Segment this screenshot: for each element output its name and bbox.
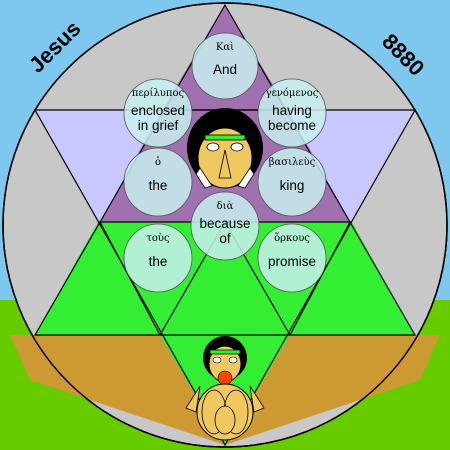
english-word: And (213, 62, 237, 77)
english-word: in grief (138, 118, 179, 133)
english-word: enclosed (131, 103, 185, 118)
english-word: the (149, 254, 168, 269)
central-face (187, 108, 263, 189)
english-word: king (280, 178, 305, 193)
bubble-circle (123, 78, 193, 148)
word-bubble-basileus: βασιλεὺς king (257, 147, 327, 217)
bubble-circle (191, 32, 259, 100)
bubble-circle (257, 147, 327, 217)
bubble-circle (123, 147, 193, 217)
lower-figure (185, 336, 265, 441)
english-word: because (199, 216, 250, 231)
word-bubble-ho: ὁ the (123, 147, 193, 217)
greek-word: ὁ (155, 157, 161, 168)
english-word: having (272, 103, 312, 118)
word-bubble-tous: τοὺς the (123, 223, 193, 293)
english-word: promise (268, 254, 316, 269)
greek-word: τοὺς (146, 233, 170, 244)
bubble-circle (123, 223, 193, 293)
bubble-circle (190, 191, 260, 261)
greek-word: βασιλεὺς (269, 157, 316, 168)
word-bubble-horkous: ὅρκους promise (257, 223, 327, 293)
greek-word: ὅρκους (274, 233, 310, 244)
greek-word: γενόμενος (266, 88, 319, 99)
greek-word: περίλυπος (132, 88, 185, 99)
bubble-circle (257, 78, 327, 148)
english-word: the (149, 178, 168, 193)
english-word: of (219, 231, 231, 246)
english-word: become (268, 118, 316, 133)
greek-word: διὰ (217, 201, 234, 212)
bubble-circle (257, 223, 327, 293)
greek-word: Καὶ (216, 42, 234, 53)
